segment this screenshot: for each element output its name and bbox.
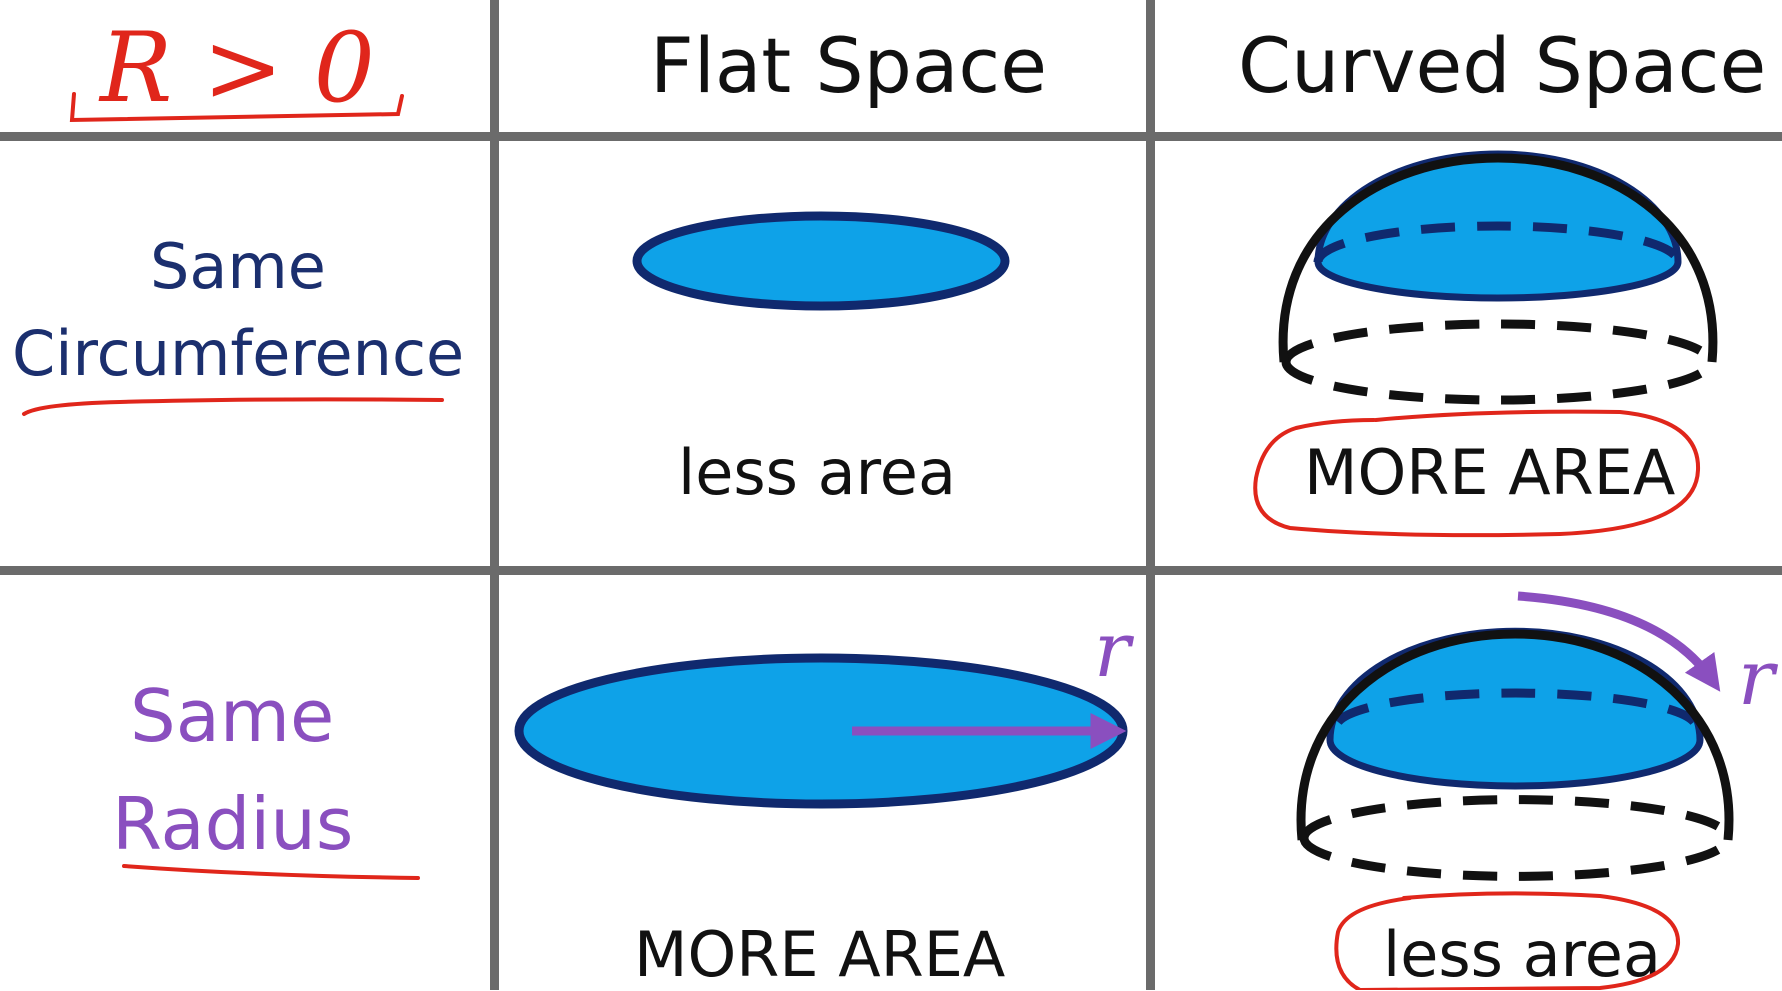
- horizontal-divider-1: [0, 132, 1782, 141]
- row-label-same-2: Same: [130, 674, 335, 758]
- caption-curved-circumference: MORE AREA: [1304, 436, 1676, 509]
- vertical-divider-2: [1146, 0, 1155, 990]
- less-area-circle: [1334, 891, 1681, 990]
- caption-flat-radius: MORE AREA: [634, 918, 1006, 991]
- circumference-underline: [22, 397, 444, 416]
- horizontal-divider-2: [0, 566, 1782, 575]
- flat-disc-small: [632, 211, 1010, 311]
- vertical-divider-1: [490, 0, 499, 990]
- more-area-circle: [1253, 409, 1701, 538]
- row-label-same-1: Same: [150, 230, 326, 303]
- condition-label: R > 0: [100, 12, 375, 124]
- header-flat-space: Flat Space: [650, 21, 1047, 110]
- curved-dome-radius: [1296, 591, 1734, 881]
- row-label-circumference: Circumference: [12, 317, 465, 390]
- radius-underline: [122, 864, 420, 880]
- header-curved-space: Curved Space: [1238, 21, 1767, 110]
- radius-symbol-flat: r: [1094, 605, 1131, 694]
- row-label-radius: Radius: [112, 782, 354, 866]
- curved-radius-arrow: [1517, 591, 1721, 692]
- radius-symbol-curved: r: [1738, 633, 1775, 722]
- condition-bracket: [69, 92, 404, 123]
- caption-curved-radius: less area: [1383, 918, 1661, 991]
- caption-flat-circumference: less area: [678, 436, 956, 509]
- curved-dome-circumference: [1278, 150, 1718, 405]
